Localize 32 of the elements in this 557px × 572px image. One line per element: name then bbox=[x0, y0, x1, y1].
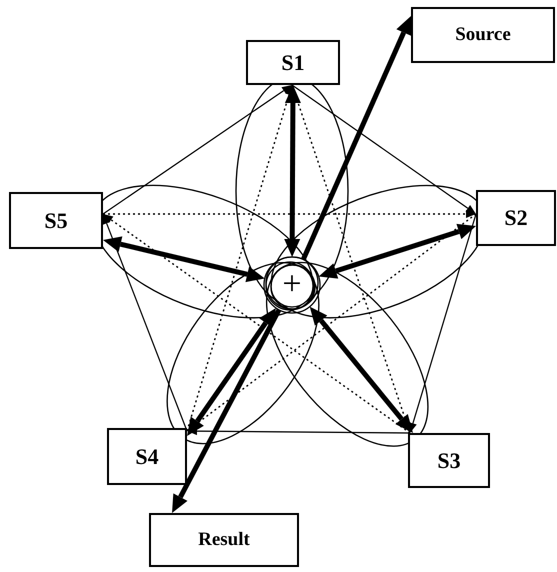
box-label: S3 bbox=[437, 448, 461, 474]
double-arrow bbox=[318, 224, 476, 279]
box-label: S4 bbox=[135, 444, 159, 470]
arrow bbox=[409, 214, 477, 433]
label-box bbox=[476, 190, 556, 246]
label-box bbox=[411, 7, 555, 63]
dotted-arrow bbox=[291, 84, 411, 433]
box-label: Result bbox=[198, 529, 250, 551]
label-box bbox=[408, 433, 490, 488]
double-arrow bbox=[284, 85, 301, 257]
label-box bbox=[246, 40, 340, 85]
dotted-arrow bbox=[103, 210, 476, 218]
box-label: S2 bbox=[504, 205, 528, 231]
double-arrow bbox=[187, 308, 276, 436]
arrow bbox=[172, 308, 282, 514]
dotted-arrow bbox=[102, 214, 410, 434]
label-box bbox=[149, 513, 299, 567]
summing-circle bbox=[262, 255, 322, 315]
dotted-arrow bbox=[186, 85, 293, 432]
box-label: S1 bbox=[281, 50, 305, 76]
double-arrow bbox=[102, 236, 265, 282]
dotted-arrow bbox=[187, 213, 476, 431]
label-box bbox=[107, 428, 187, 485]
arrow bbox=[292, 84, 476, 214]
box-label: S5 bbox=[44, 208, 68, 234]
box-label: Source bbox=[455, 24, 511, 46]
plus-sign: + bbox=[281, 267, 303, 302]
double-arrow bbox=[310, 306, 413, 434]
label-box bbox=[9, 192, 103, 249]
arrow bbox=[102, 84, 292, 214]
arrow bbox=[301, 16, 412, 260]
arrow bbox=[187, 427, 410, 436]
